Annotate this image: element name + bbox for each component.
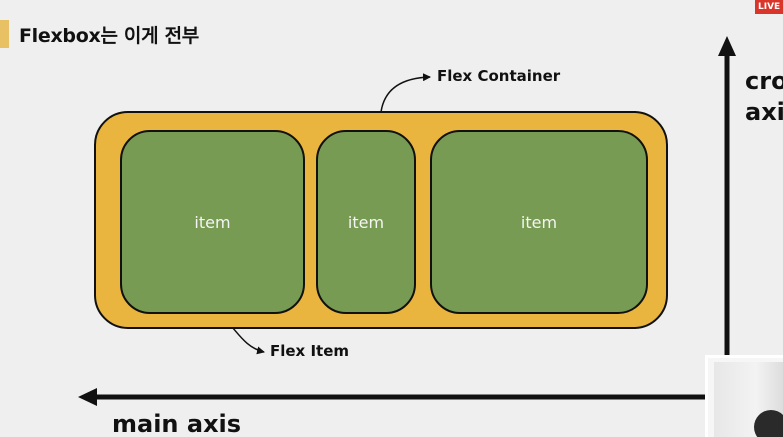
flex-item-3: item — [430, 130, 648, 314]
slide-title-bar: Flexbox는 이게 전부 — [0, 20, 199, 48]
main-axis-arrow-head — [78, 388, 97, 406]
flex-item-1-label: item — [194, 212, 231, 232]
flex-item-label: Flex Item — [270, 342, 350, 360]
flex-item-2-label: item — [347, 212, 385, 232]
live-badge: LIVE — [755, 0, 783, 14]
cross-axis-arrow-head — [718, 36, 736, 56]
flex-container-label: Flex Container — [437, 67, 561, 85]
slide-title: Flexbox는 이게 전부 — [19, 24, 199, 47]
main-axis-label: main axis — [112, 410, 242, 437]
flex-item-1: item — [120, 130, 305, 314]
cross-axis-label: cross axis — [745, 67, 783, 126]
flex-item-2: item — [316, 130, 416, 314]
flex-item-3-label: item — [520, 212, 558, 232]
container-pointer-arrow — [380, 73, 431, 113]
webcam-overlay — [705, 355, 783, 437]
webcam-subject — [754, 410, 783, 437]
flex-container-box: item item item — [94, 111, 668, 329]
title-accent-bar — [0, 20, 9, 48]
